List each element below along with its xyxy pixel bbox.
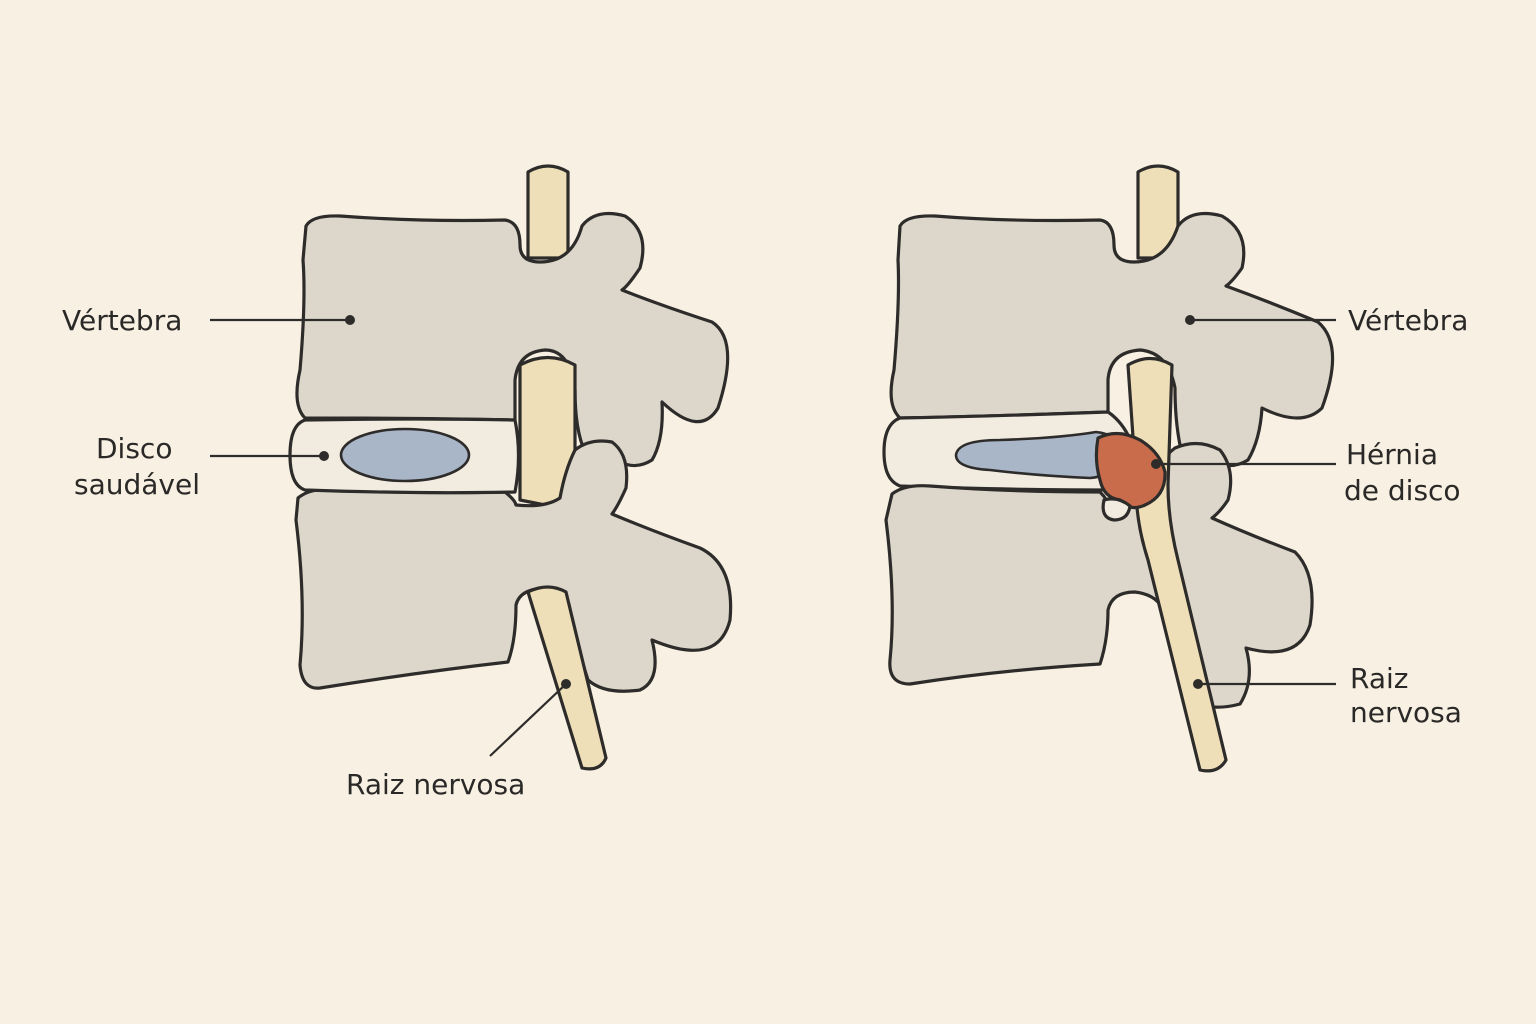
left-disc-label-line1: Disco	[96, 432, 172, 465]
herniated-spine-illustration	[882, 164, 1335, 773]
right-vertebra-label: Vértebra	[1348, 304, 1468, 337]
right-vertebra-dot	[1185, 315, 1195, 325]
disc-herniation	[1094, 431, 1167, 510]
left-nerve-leader	[489, 683, 567, 757]
left-vertebra-label: Vértebra	[62, 304, 182, 337]
nerve-root-left	[526, 585, 608, 771]
right-nerve-dot	[1193, 679, 1203, 689]
herniation-fragment	[1101, 497, 1132, 522]
lower-vertebra	[294, 439, 733, 693]
right-hernia-label-line1: Hérnia	[1346, 438, 1438, 471]
right-nerve-label-line2: nervosa	[1350, 696, 1462, 729]
right-labels: Vértebra Hérnia de disco Raiz nervosa	[1151, 304, 1468, 729]
right-hernia-dot	[1151, 459, 1161, 469]
left-nerve-dot	[561, 679, 571, 689]
healthy-spine-illustration	[288, 164, 733, 771]
healthy-disc-nucleus	[339, 427, 471, 483]
left-vertebra-dot	[345, 315, 355, 325]
spinal-cord-top	[526, 164, 570, 260]
left-disc-label-line2: saudável	[74, 468, 200, 501]
left-labels: Vértebra Disco saudável Raiz nervosa	[62, 304, 571, 801]
left-nerve-label: Raiz nervosa	[346, 768, 525, 801]
right-hernia-label-line2: de disco	[1344, 474, 1461, 507]
left-disc-dot	[319, 451, 329, 461]
right-nerve-label-line1: Raiz	[1350, 662, 1408, 695]
